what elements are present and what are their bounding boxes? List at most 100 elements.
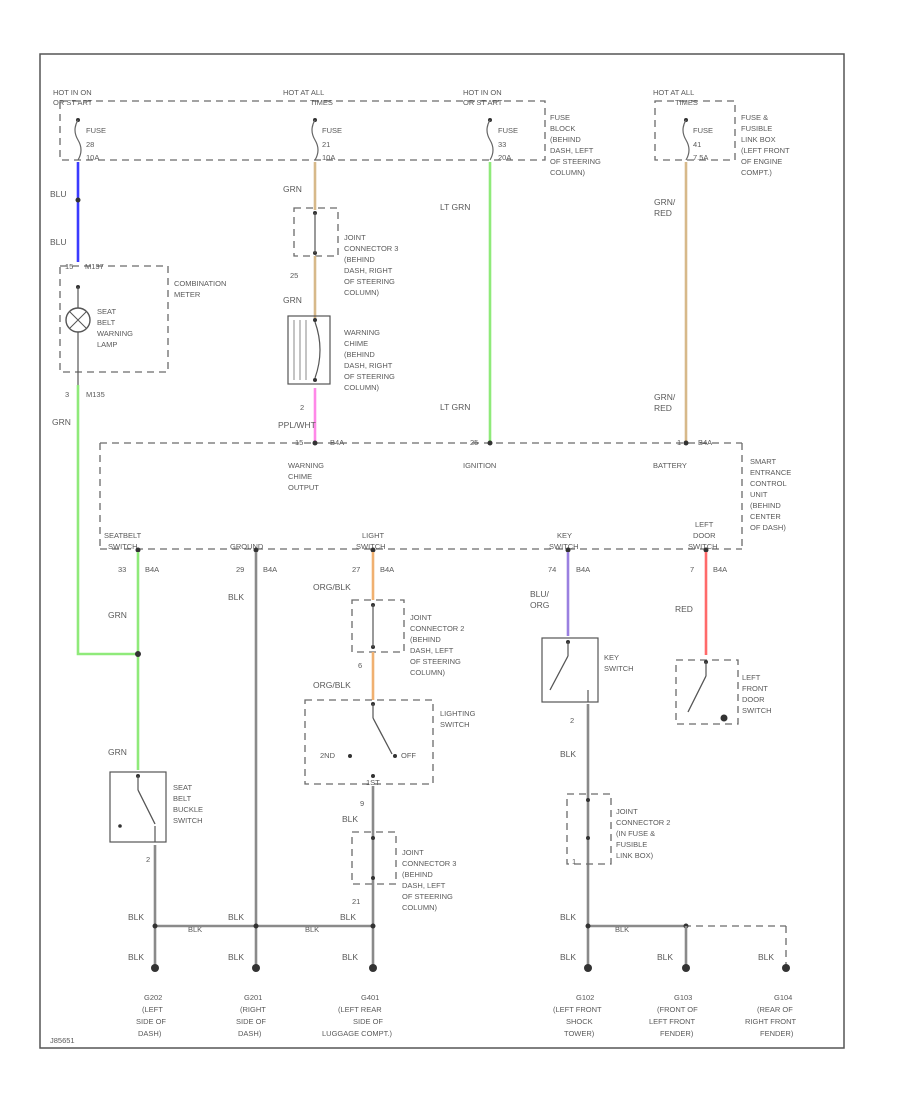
svg-text:GRN: GRN (283, 295, 302, 305)
combination-meter: 15 M137 COMBINATION METER SEAT BELT WARN… (59, 262, 226, 399)
svg-text:COLUMN): COLUMN) (344, 288, 380, 297)
svg-text:BLK: BLK (657, 952, 673, 962)
svg-text:9: 9 (360, 799, 364, 808)
svg-text:27: 27 (352, 565, 360, 574)
svg-text:BLK: BLK (128, 952, 144, 962)
svg-text:M137: M137 (85, 262, 104, 271)
svg-text:33: 33 (118, 565, 126, 574)
svg-text:(LEFT REAR: (LEFT REAR (338, 1005, 382, 1014)
svg-text:B4A: B4A (576, 565, 590, 574)
svg-text:WARNING: WARNING (344, 328, 380, 337)
svg-text:BLU: BLU (50, 237, 67, 247)
svg-text:2ND: 2ND (320, 751, 336, 760)
svg-text:G401: G401 (361, 993, 379, 1002)
svg-text:ORG: ORG (530, 600, 549, 610)
fuse-28: HOT IN ON OR ST ART FUSE 28 10A (53, 88, 106, 162)
svg-text:BLK: BLK (305, 925, 319, 934)
svg-text:(RIGHT: (RIGHT (240, 1005, 266, 1014)
svg-text:(LEFT: (LEFT (142, 1005, 163, 1014)
svg-text:BLK: BLK (342, 814, 358, 824)
svg-text:UNIT: UNIT (750, 490, 768, 499)
svg-text:ENTRANCE: ENTRANCE (750, 468, 791, 477)
warning-chime: WARNING CHIME (BEHIND DASH, RIGHT OF STE… (287, 315, 395, 412)
svg-text:CONNECTOR 3: CONNECTOR 3 (344, 244, 398, 253)
svg-text:BLK: BLK (342, 952, 358, 962)
svg-text:DOOR: DOOR (742, 695, 765, 704)
svg-text:FUSE: FUSE (693, 126, 713, 135)
svg-text:G104: G104 (774, 993, 792, 1002)
svg-text:COLUMN): COLUMN) (344, 383, 380, 392)
svg-text:RED: RED (675, 604, 693, 614)
svg-text:25: 25 (290, 271, 298, 280)
svg-text:SWITCH: SWITCH (173, 816, 203, 825)
svg-text:DASH, LEFT: DASH, LEFT (410, 646, 454, 655)
svg-text:33: 33 (498, 140, 506, 149)
svg-text:HOT AT ALL: HOT AT ALL (653, 88, 694, 97)
ground-icon (151, 964, 159, 972)
svg-text:SWITCH: SWITCH (742, 706, 772, 715)
svg-text:CHIME: CHIME (288, 472, 312, 481)
svg-text:(BEHIND: (BEHIND (410, 635, 441, 644)
svg-text:COLUMN): COLUMN) (410, 668, 446, 677)
svg-text:BLK: BLK (228, 592, 244, 602)
svg-text:HOT IN ON: HOT IN ON (463, 88, 502, 97)
ground-icon (369, 964, 377, 972)
svg-text:METER: METER (174, 290, 201, 299)
svg-text:BLK: BLK (228, 912, 244, 922)
svg-text:SWITCH: SWITCH (688, 542, 718, 551)
svg-text:B4A: B4A (145, 565, 159, 574)
svg-text:TIMES: TIMES (310, 98, 333, 107)
svg-text:B4A: B4A (380, 565, 394, 574)
svg-text:DASH): DASH) (138, 1029, 162, 1038)
svg-text:OFF: OFF (401, 751, 416, 760)
svg-text:FUSE: FUSE (498, 126, 518, 135)
svg-text:BLK: BLK (188, 925, 202, 934)
svg-text:BLU/: BLU/ (530, 589, 550, 599)
svg-text:OF STEERING: OF STEERING (344, 372, 395, 381)
svg-text:(BEHIND: (BEHIND (402, 870, 433, 879)
svg-text:DASH, LEFT: DASH, LEFT (402, 881, 446, 890)
svg-text:TOWER): TOWER) (564, 1029, 595, 1038)
svg-text:BATTERY: BATTERY (653, 461, 687, 470)
svg-text:10A: 10A (322, 153, 335, 162)
svg-text:SWITCH: SWITCH (549, 542, 579, 551)
svg-text:28: 28 (86, 140, 94, 149)
svg-text:M135: M135 (86, 390, 105, 399)
svg-text:BELT: BELT (97, 318, 116, 327)
svg-text:GRN: GRN (108, 610, 127, 620)
svg-text:G201: G201 (244, 993, 262, 1002)
svg-text:BUCKLE: BUCKLE (173, 805, 203, 814)
svg-text:1ST: 1ST (366, 778, 380, 787)
svg-text:2: 2 (146, 855, 150, 864)
svg-text:SWITCH: SWITCH (108, 542, 138, 551)
svg-text:BLK: BLK (340, 912, 356, 922)
svg-text:LEFT: LEFT (695, 520, 714, 529)
svg-text:LINK BOX: LINK BOX (741, 135, 776, 144)
svg-text:DASH): DASH) (238, 1029, 262, 1038)
svg-text:FUSE: FUSE (550, 113, 570, 122)
svg-text:G103: G103 (674, 993, 692, 1002)
svg-text:3: 3 (65, 390, 69, 399)
ground-icon (782, 964, 790, 972)
svg-text:OR ST ART: OR ST ART (53, 98, 93, 107)
joint-connector-3-lower: JOINT CONNECTOR 3 (BEHIND DASH, LEFT OF … (351, 831, 456, 912)
svg-text:(LEFT FRONT: (LEFT FRONT (553, 1005, 602, 1014)
svg-text:25: 25 (470, 438, 478, 447)
svg-text:BLOCK: BLOCK (550, 124, 575, 133)
fuse-41: HOT AT ALL TIMES FUSE 41 7.5A FUSE & FUS… (653, 88, 790, 177)
svg-text:BLK: BLK (758, 952, 774, 962)
svg-text:FUSE: FUSE (86, 126, 106, 135)
svg-text:KEY: KEY (557, 531, 572, 540)
svg-text:10A: 10A (86, 153, 99, 162)
svg-text:BELT: BELT (173, 794, 192, 803)
svg-text:OF STEERING: OF STEERING (550, 157, 601, 166)
svg-text:CHIME: CHIME (344, 339, 368, 348)
svg-text:LINK BOX): LINK BOX) (616, 851, 654, 860)
key-switch: KEY SWITCH 2 (541, 637, 634, 725)
svg-text:1: 1 (572, 857, 576, 866)
svg-text:HOT IN ON: HOT IN ON (53, 88, 92, 97)
svg-text:FUSE &: FUSE & (741, 113, 768, 122)
svg-text:41: 41 (693, 140, 701, 149)
svg-text:CONNECTOR 2: CONNECTOR 2 (410, 624, 464, 633)
svg-text:15: 15 (65, 262, 73, 271)
